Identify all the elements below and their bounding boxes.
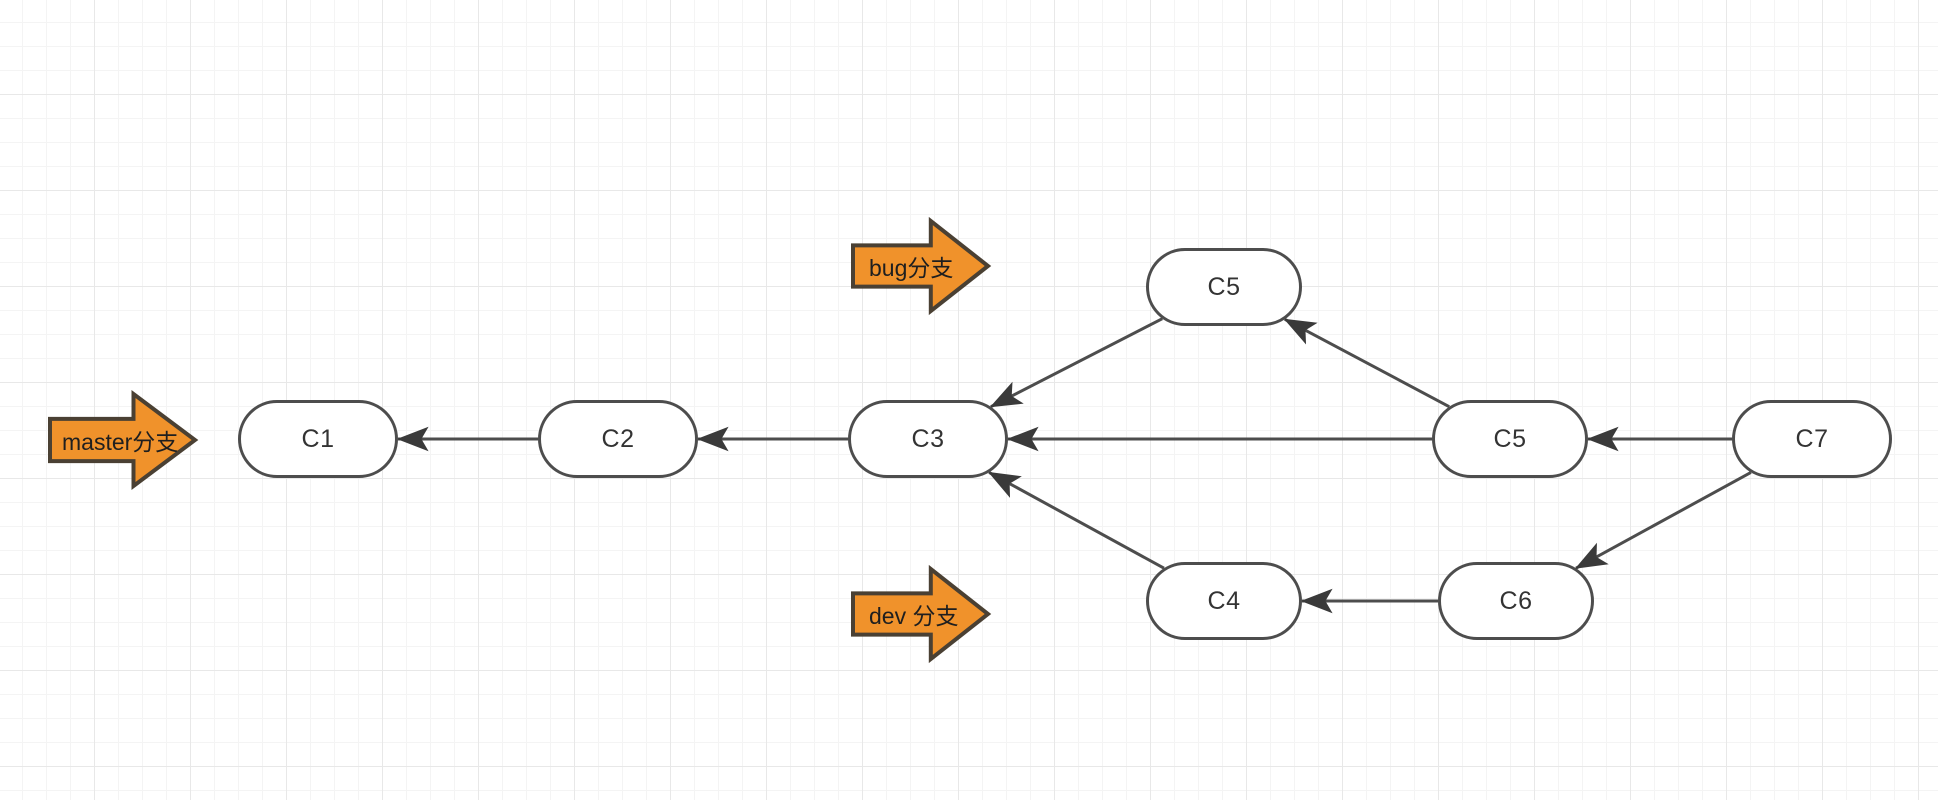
commit-node-c1[interactable]: C1 [238,400,398,478]
commit-node-c5mid[interactable]: C5 [1432,400,1588,478]
edge-e-c5top-c3 [989,317,1163,409]
banner-bug-label: bug分支 [869,255,954,281]
edge-e-c4-c3 [988,471,1165,570]
commit-node-label: C6 [1499,586,1533,615]
commit-node-c5top[interactable]: C5 [1146,248,1302,326]
edge-e-c7-c6 [1574,471,1752,570]
commit-node-c4[interactable]: C4 [1146,562,1302,640]
banner-master[interactable]: master分支 [48,390,199,490]
commit-node-c6[interactable]: C6 [1438,562,1594,640]
commit-node-label: C3 [911,424,945,453]
commit-node-label: C5 [1493,424,1527,453]
banner-dev-label: dev 分支 [869,603,959,629]
commit-node-c3[interactable]: C3 [848,400,1008,478]
banner-master-label: master分支 [62,429,179,455]
commit-node-label: C1 [301,424,335,453]
right-arrow-icon [48,390,199,490]
commit-node-label: C4 [1207,586,1241,615]
commit-node-label: C5 [1207,272,1241,301]
right-arrow-icon [851,564,992,664]
commit-node-c7[interactable]: C7 [1732,400,1892,478]
commit-node-c2[interactable]: C2 [538,400,698,478]
banner-dev[interactable]: dev 分支 [851,564,992,664]
banner-bug[interactable]: bug分支 [851,216,992,316]
commit-node-label: C2 [601,424,635,453]
right-arrow-icon [851,216,992,316]
edge-e-c5mid-c5top [1283,317,1450,409]
commit-node-label: C7 [1795,424,1829,453]
